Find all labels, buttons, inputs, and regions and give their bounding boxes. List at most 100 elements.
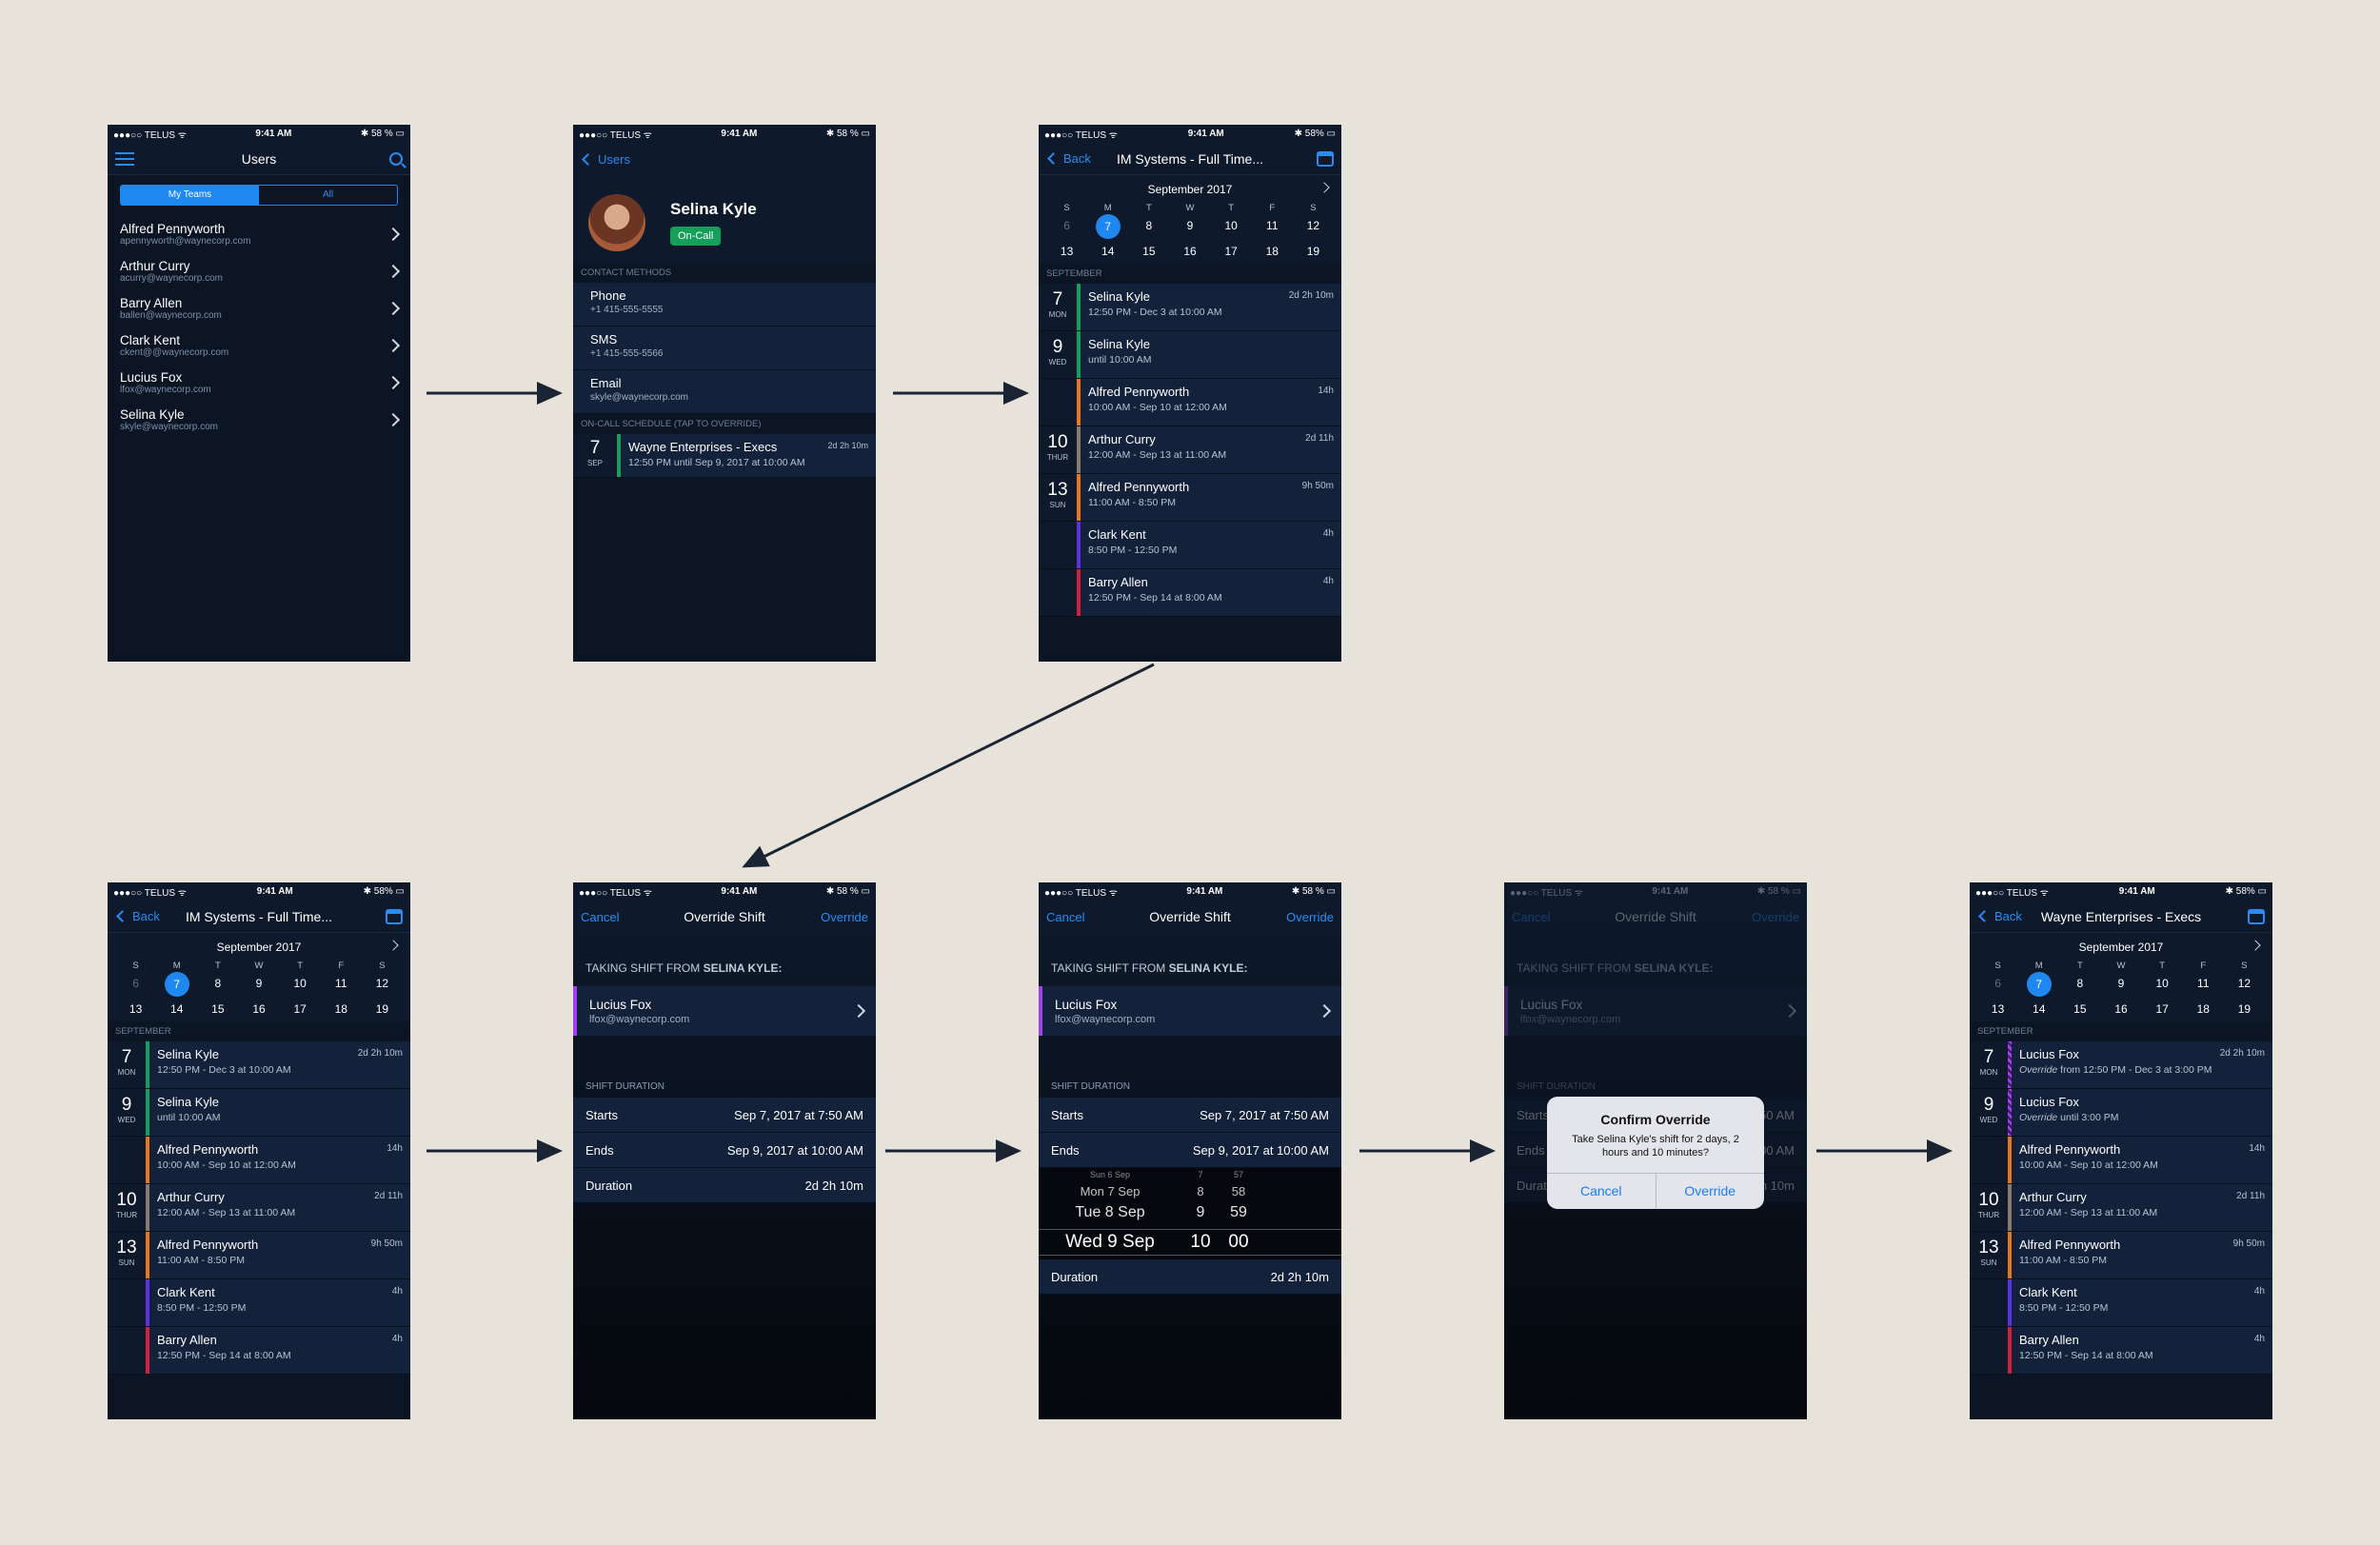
calendar-day[interactable]: 17 [2155,1002,2169,1016]
calendar-day[interactable]: 11 [2197,977,2210,990]
calendar-day[interactable]: 18 [2196,1002,2210,1016]
contact-row[interactable]: Phone+1 415-555-5555 [573,283,876,327]
calendar-day[interactable]: 13 [1060,245,1074,258]
calendar-day[interactable]: 19 [2237,1002,2251,1016]
chevron-right-icon[interactable] [2250,940,2261,951]
calendar-day[interactable]: 16 [1183,245,1197,258]
contact-row[interactable]: SMS+1 415-555-5566 [573,327,876,370]
calendar-day[interactable]: 19 [1306,245,1320,258]
calendar-day[interactable]: 18 [334,1002,347,1016]
calendar-day[interactable]: 6 [132,977,139,990]
menu-icon[interactable] [115,151,134,166]
override-button[interactable]: Override [1286,909,1334,924]
back-button[interactable]: Back [1977,909,2022,923]
tab-my-teams[interactable]: My Teams [121,186,259,205]
calendar-day[interactable]: 13 [129,1002,143,1016]
back-button[interactable]: Back [115,909,160,923]
calendar-day[interactable]: 10 [1224,219,1238,232]
calendar-day[interactable]: 9 [255,977,263,990]
calendar-day[interactable]: 11 [335,977,347,990]
calendar-day[interactable]: 16 [2114,1002,2128,1016]
calendar-day[interactable]: 10 [293,977,307,990]
calendar-day[interactable]: 7 [156,972,197,997]
calendar-day[interactable]: 17 [1224,245,1238,258]
calendar-day[interactable]: 10 [2155,977,2169,990]
calendar-day[interactable]: 6 [1063,219,1070,232]
search-button[interactable] [389,151,403,166]
calendar-day[interactable]: 8 [2076,977,2084,990]
calendar-day[interactable]: 14 [1101,245,1115,258]
calendar-day[interactable]: 12 [375,977,389,990]
calendar-day[interactable]: 6 [1994,977,2001,990]
calendar-day[interactable]: 14 [170,1002,184,1016]
calendar-button[interactable] [2248,908,2265,924]
calendar-day[interactable]: 18 [1265,245,1279,258]
calendar-day[interactable]: 9 [2117,977,2125,990]
chevron-right-icon[interactable] [387,940,399,951]
chevron-right-icon[interactable] [1319,182,1330,193]
calendar-button[interactable] [386,908,403,924]
calendar-day[interactable]: 7 [2018,972,2059,997]
calendar-day[interactable]: 8 [1145,219,1153,232]
calendar-day[interactable]: 7 [1087,214,1128,239]
cancel-button[interactable]: Cancel [1046,909,1085,924]
calendar-day[interactable]: 15 [211,1002,225,1016]
back-button[interactable]: Users [581,152,630,167]
dialog-cancel-button[interactable]: Cancel [1579,1183,1622,1198]
calendar-day[interactable]: 8 [214,977,222,990]
override-button[interactable]: Override [821,909,868,924]
calendar-day[interactable]: 9 [1186,219,1194,232]
calendar-day[interactable]: 17 [293,1002,307,1016]
dialog-override-button[interactable]: Override [1655,1174,1765,1209]
back-button[interactable]: Back [1046,151,1091,166]
calendar-day[interactable]: 19 [375,1002,389,1016]
calendar-day[interactable]: 15 [1142,245,1156,258]
calendar-button[interactable] [1317,150,1334,167]
calendar-day[interactable]: 14 [2033,1002,2046,1016]
calendar-day[interactable]: 15 [2073,1002,2087,1016]
calendar-day[interactable]: 13 [1991,1002,2005,1016]
calendar-day[interactable]: 16 [252,1002,266,1016]
cancel-button[interactable]: Cancel [581,909,620,924]
